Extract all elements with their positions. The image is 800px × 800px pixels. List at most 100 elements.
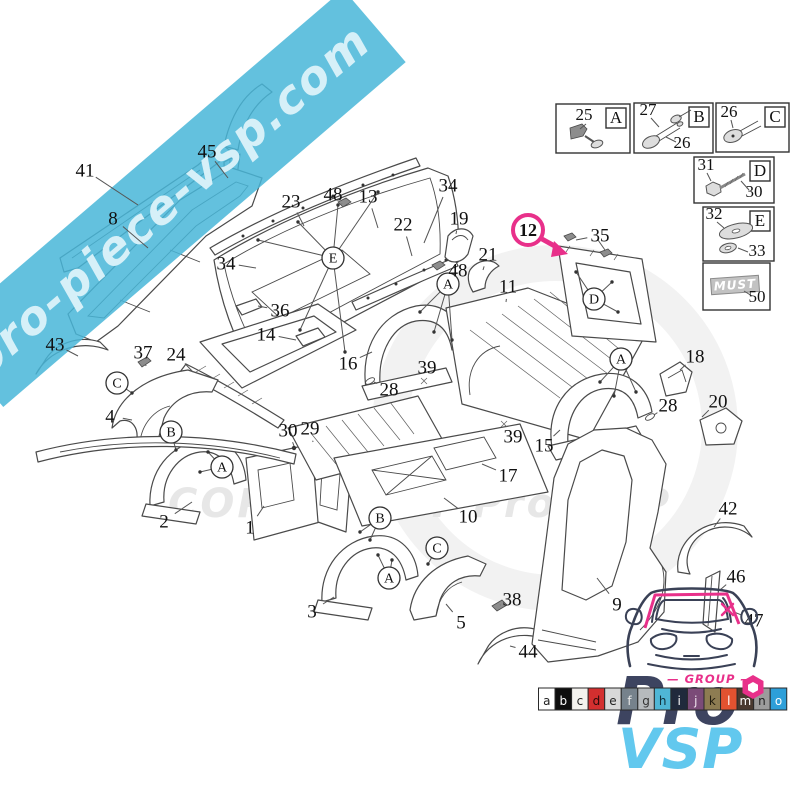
callout-number-19[interactable]: 19: [450, 209, 469, 230]
callout-number-28[interactable]: 28: [380, 380, 399, 401]
callout-number-34[interactable]: 34: [439, 176, 459, 197]
callout-number-28[interactable]: 28: [659, 396, 678, 417]
inset-part-number-31[interactable]: 31: [698, 155, 715, 174]
callout-number-9[interactable]: 9: [612, 595, 622, 616]
callout-number-39[interactable]: 39: [418, 358, 437, 379]
callout-number-48[interactable]: 48: [324, 185, 343, 206]
callout-number-22[interactable]: 22: [394, 215, 413, 236]
callout-number-44[interactable]: 44: [519, 642, 539, 663]
callout-number-36[interactable]: 36: [271, 301, 290, 322]
callout-number-1[interactable]: 1: [245, 518, 255, 539]
part-callout-4[interactable]: 4: [105, 407, 133, 428]
callout-number-42[interactable]: 42: [719, 499, 738, 520]
part-callout-29[interactable]: 29: [301, 419, 320, 443]
color-swatch-a[interactable]: a: [538, 687, 556, 711]
color-swatch-b[interactable]: b: [554, 687, 573, 711]
inset-part-number-27[interactable]: 27: [640, 100, 658, 119]
part-callout-48[interactable]: 48: [324, 185, 343, 206]
part-callout-15[interactable]: 15: [535, 429, 561, 457]
part-callout-22[interactable]: 22: [394, 215, 413, 257]
callout-number-37[interactable]: 37: [134, 343, 153, 364]
part-callout-38[interactable]: 38: [499, 590, 522, 611]
callout-number-30[interactable]: 30: [279, 421, 298, 442]
inset-part-number-26[interactable]: 26: [721, 102, 738, 121]
color-swatch-e[interactable]: e: [604, 687, 622, 711]
part-callout-34[interactable]: 34: [217, 254, 257, 275]
inset-part-number-50[interactable]: 50: [749, 287, 766, 306]
part-callout-39[interactable]: 39: [504, 424, 523, 448]
part-callout-3[interactable]: 3: [307, 596, 335, 623]
part-callout-30[interactable]: 30: [279, 421, 298, 447]
callout-number-24[interactable]: 24: [167, 345, 187, 366]
inset-part-number-33[interactable]: 33: [749, 241, 766, 260]
color-swatch-c[interactable]: c: [571, 687, 589, 711]
part-callout-37[interactable]: 37: [134, 343, 153, 367]
callout-number-39[interactable]: 39: [504, 427, 523, 448]
part-callout-28[interactable]: 28: [373, 380, 399, 401]
part-callout-46[interactable]: 46: [719, 567, 746, 591]
callout-number-48[interactable]: 48: [449, 261, 468, 282]
logo-brand-bottom[interactable]: VSP: [618, 717, 744, 781]
color-swatch-h[interactable]: h: [653, 687, 672, 711]
part-callout-8[interactable]: 8: [108, 209, 149, 249]
part-callout-21[interactable]: 21: [479, 245, 498, 271]
callout-number-16[interactable]: 16: [339, 354, 358, 375]
callout-number-20[interactable]: 20: [709, 392, 728, 413]
part-callout-19[interactable]: 19: [450, 209, 469, 235]
callout-number-10[interactable]: 10: [459, 507, 478, 528]
part-callout-18[interactable]: 18: [679, 347, 705, 371]
part-callout-35[interactable]: 35: [575, 226, 610, 247]
part-callout-20[interactable]: 20: [701, 392, 728, 418]
part-callout-24[interactable]: 24: [167, 345, 194, 373]
inset-part-number-32[interactable]: 32: [706, 204, 723, 223]
color-swatch-d[interactable]: d: [587, 687, 606, 711]
callout-number-17[interactable]: 17: [499, 466, 518, 487]
part-callout-13[interactable]: 13: [359, 187, 379, 229]
callout-number-41[interactable]: 41: [76, 161, 95, 182]
callout-number-2[interactable]: 2: [159, 512, 169, 533]
part-callout-44[interactable]: 44: [509, 642, 539, 663]
part-callout-23[interactable]: 23: [282, 192, 305, 227]
color-swatch-o[interactable]: o: [769, 687, 788, 711]
part-callout-28[interactable]: 28: [653, 396, 678, 417]
callout-number-21[interactable]: 21: [479, 245, 498, 266]
color-swatch-f[interactable]: f: [620, 687, 639, 711]
color-swatch-j[interactable]: j: [686, 687, 705, 711]
callout-number-13[interactable]: 13: [359, 187, 378, 208]
callout-number-11[interactable]: 11: [499, 277, 517, 298]
callout-number-34[interactable]: 34: [217, 254, 237, 275]
highlighted-callout-12[interactable]: 12: [511, 213, 568, 257]
inset-part-number-25[interactable]: 25: [576, 105, 593, 124]
part-callout-14[interactable]: 14: [257, 325, 297, 346]
inset-part-number-26[interactable]: 26: [674, 133, 691, 152]
part-callout-42[interactable]: 42: [713, 499, 738, 528]
swatch-color[interactable]: [769, 687, 788, 711]
callout-number-46[interactable]: 46: [727, 567, 746, 588]
callout-number-14[interactable]: 14: [257, 325, 277, 346]
part-callout-10[interactable]: 10: [443, 497, 478, 528]
color-swatch-k[interactable]: k: [703, 687, 722, 711]
part-callout-9[interactable]: 9: [596, 577, 622, 616]
part-callout-2[interactable]: 2: [159, 501, 193, 533]
callout-number-4[interactable]: 4: [105, 407, 115, 428]
part-callout-45[interactable]: 45: [198, 142, 229, 179]
part-callout-16[interactable]: 16: [339, 351, 373, 375]
part-callout-48[interactable]: 48: [445, 261, 468, 282]
callout-number-35[interactable]: 35: [591, 226, 610, 247]
callout-number-38[interactable]: 38: [503, 590, 522, 611]
part-callout-11[interactable]: 11: [499, 277, 517, 303]
callout-number-18[interactable]: 18: [686, 347, 705, 368]
part-callout-17[interactable]: 17: [481, 463, 518, 487]
callout-number-23[interactable]: 23: [282, 192, 301, 213]
callout-number-43[interactable]: 43: [46, 335, 65, 356]
part-callout-41[interactable]: 41: [76, 161, 139, 206]
part-callout-39[interactable]: 39: [418, 358, 437, 381]
highlight-part-number[interactable]: 12: [519, 220, 537, 240]
callout-number-45[interactable]: 45: [198, 142, 217, 163]
provsp-logo[interactable]: — GROUP — VSP: [618, 672, 764, 781]
callout-number-3[interactable]: 3: [307, 602, 317, 623]
part-callout-43[interactable]: 43: [46, 335, 79, 357]
callout-number-15[interactable]: 15: [535, 436, 554, 457]
inset-part-number-30[interactable]: 30: [746, 182, 763, 201]
part-callout-34[interactable]: 34: [423, 176, 459, 244]
